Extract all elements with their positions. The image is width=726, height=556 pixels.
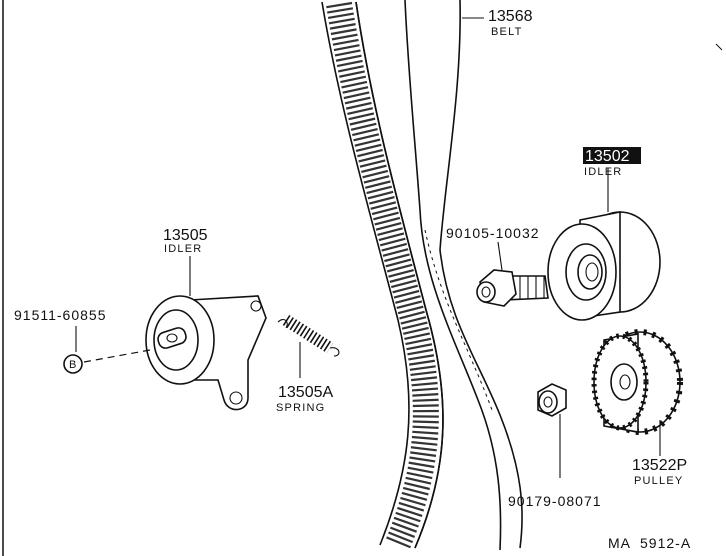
pulley-part-number: 13522P xyxy=(632,457,687,474)
bolt-90105-part-number: 90105-10032 xyxy=(446,225,540,241)
bolt-b-callout xyxy=(63,326,151,374)
belt-part-number: 13568 xyxy=(488,8,533,25)
spring-part-number: 13505A xyxy=(278,384,333,401)
nut-90179 xyxy=(537,383,567,478)
timing-belt xyxy=(321,0,523,552)
pulley-13522p xyxy=(591,329,683,456)
nut-part-number: 90179-08071 xyxy=(508,493,602,509)
idler-13502 xyxy=(547,168,661,321)
figure-code: MA 5912-A xyxy=(608,535,691,551)
bolt-91511-part-number: 91511-60855 xyxy=(14,307,106,323)
idler-13505-part-name: IDLER xyxy=(164,243,202,255)
idler-13502-part-number: 13502 xyxy=(585,148,630,165)
belt-part-name: BELT xyxy=(491,26,523,38)
idler-13505-part-number: 13505 xyxy=(163,227,208,244)
idler-13502-highlight xyxy=(583,147,641,164)
idler-13505 xyxy=(145,256,267,411)
spring-13505a xyxy=(277,314,340,378)
spring-part-name: SPRING xyxy=(276,402,325,414)
idler-13502-part-name: IDLER xyxy=(584,166,622,178)
pulley-part-name: PULLEY xyxy=(634,475,683,487)
bolt-90105 xyxy=(476,241,549,307)
marker-b-circle xyxy=(63,354,83,374)
marker-b-letter: B xyxy=(69,359,78,371)
corner-tick xyxy=(715,43,723,51)
